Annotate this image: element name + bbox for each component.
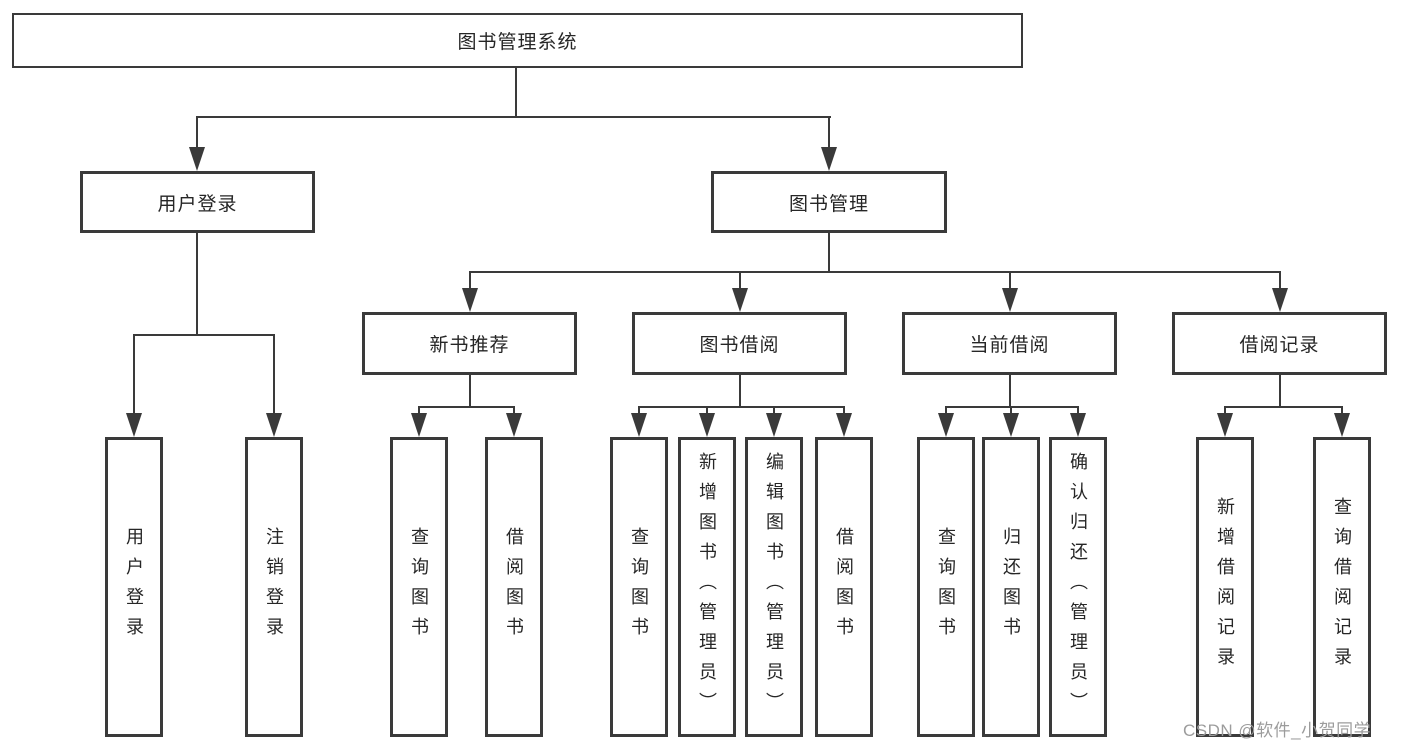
arrow-down-icon <box>1217 413 1233 437</box>
node-label: 查询借阅记录 <box>1332 497 1352 677</box>
connector-line-v <box>196 116 198 150</box>
leaf-query-borrow-record: 查询借阅记录 <box>1313 437 1371 737</box>
leaf-borrow-books-recommend: 借阅图书 <box>485 437 543 737</box>
arrow-down-icon <box>126 413 142 437</box>
connector-line-h <box>196 116 831 118</box>
node-user-login: 用户登录 <box>80 171 315 233</box>
arrow-down-icon <box>938 413 954 437</box>
node-label: 查询图书 <box>409 527 429 647</box>
node-label: 新增借阅记录 <box>1215 497 1235 677</box>
leaf-query-books-borrowing: 查询图书 <box>610 437 668 737</box>
node-current-borrowing: 当前借阅 <box>902 312 1117 375</box>
connector-line-h <box>133 334 275 336</box>
arrow-down-icon <box>1003 413 1019 437</box>
node-label: 借阅记录 <box>1239 335 1320 356</box>
leaf-query-books-current: 查询图书 <box>917 437 975 737</box>
connector-line-h <box>469 271 1281 273</box>
node-label: 借阅图书 <box>504 527 524 647</box>
connector-line-v <box>133 334 135 417</box>
connector-line-v <box>1009 374 1011 408</box>
connector-line-v <box>1279 374 1281 408</box>
leaf-logout: 注销登录 <box>245 437 303 737</box>
leaf-edit-books-admin: 编辑图书（管理员） <box>745 437 803 737</box>
node-label: 查询图书 <box>629 527 649 647</box>
node-label: 注销登录 <box>264 527 284 647</box>
connector-line-h <box>638 406 845 408</box>
arrow-down-icon <box>1334 413 1350 437</box>
arrow-down-icon <box>462 288 478 312</box>
csdn-watermark: CSDN @软件_小贺同学 <box>1183 721 1372 740</box>
connector-line-v <box>828 116 830 150</box>
connector-line-v <box>773 406 775 418</box>
connector-line-v <box>843 406 845 418</box>
connector-line-v <box>739 374 741 408</box>
node-label: 查询图书 <box>936 527 956 647</box>
connector-line-v <box>1077 406 1079 418</box>
arrow-down-icon <box>836 413 852 437</box>
connector-line-h <box>418 406 515 408</box>
connector-line-v <box>196 232 198 336</box>
node-label: 图书借阅 <box>699 335 780 356</box>
arrow-down-icon <box>699 413 715 437</box>
node-label: 确认归还（管理员） <box>1068 452 1088 722</box>
connector-line-v <box>469 374 471 408</box>
connector-line-v <box>515 67 517 118</box>
leaf-confirm-return-admin: 确认归还（管理员） <box>1049 437 1107 737</box>
arrow-down-icon <box>1272 288 1288 312</box>
leaf-add-books-admin: 新增图书（管理员） <box>678 437 736 737</box>
arrow-down-icon <box>1070 413 1086 437</box>
node-label: 编辑图书（管理员） <box>764 452 784 722</box>
connector-line-h <box>1224 406 1343 408</box>
leaf-return-books: 归还图书 <box>982 437 1040 737</box>
node-book-borrowing: 图书借阅 <box>632 312 847 375</box>
leaf-query-books-recommend: 查询图书 <box>390 437 448 737</box>
connector-line-v <box>706 406 708 418</box>
arrow-down-icon <box>506 413 522 437</box>
node-book-management: 图书管理 <box>711 171 947 233</box>
arrow-down-icon <box>1002 288 1018 312</box>
node-new-book-recommend: 新书推荐 <box>362 312 577 375</box>
leaf-user-login: 用户登录 <box>105 437 163 737</box>
connector-line-v <box>739 271 741 291</box>
connector-line-h <box>945 406 1079 408</box>
connector-line-v <box>1341 406 1343 418</box>
node-borrowing-records: 借阅记录 <box>1172 312 1387 375</box>
connector-line-v <box>1279 271 1281 291</box>
leaf-add-borrow-record: 新增借阅记录 <box>1196 437 1254 737</box>
connector-line-v <box>418 406 420 418</box>
connector-line-v <box>638 406 640 418</box>
node-label: 当前借阅 <box>969 335 1050 356</box>
arrow-down-icon <box>732 288 748 312</box>
node-label: 用户登录 <box>124 527 144 647</box>
node-library-management-system: 图书管理系统 <box>12 13 1023 68</box>
connector-line-v <box>828 232 830 273</box>
connector-line-v <box>1009 271 1011 291</box>
node-label: 归还图书 <box>1001 527 1021 647</box>
arrow-down-icon <box>821 147 837 171</box>
node-label: 新增图书（管理员） <box>697 452 717 722</box>
connector-line-v <box>469 271 471 291</box>
node-label: 图书管理系统 <box>457 32 578 53</box>
connector-line-v <box>273 334 275 417</box>
connector-line-v <box>513 406 515 418</box>
leaf-borrow-books-borrowing: 借阅图书 <box>815 437 873 737</box>
connector-line-v <box>1224 406 1226 418</box>
arrow-down-icon <box>766 413 782 437</box>
node-label: 新书推荐 <box>429 335 510 356</box>
node-label: 借阅图书 <box>834 527 854 647</box>
node-label: 用户登录 <box>157 193 238 215</box>
connector-line-v <box>1010 406 1012 418</box>
connector-line-v <box>945 406 947 418</box>
arrow-down-icon <box>631 413 647 437</box>
arrow-down-icon <box>266 413 282 437</box>
node-label: 图书管理 <box>788 193 869 215</box>
arrow-down-icon <box>411 413 427 437</box>
arrow-down-icon <box>189 147 205 171</box>
